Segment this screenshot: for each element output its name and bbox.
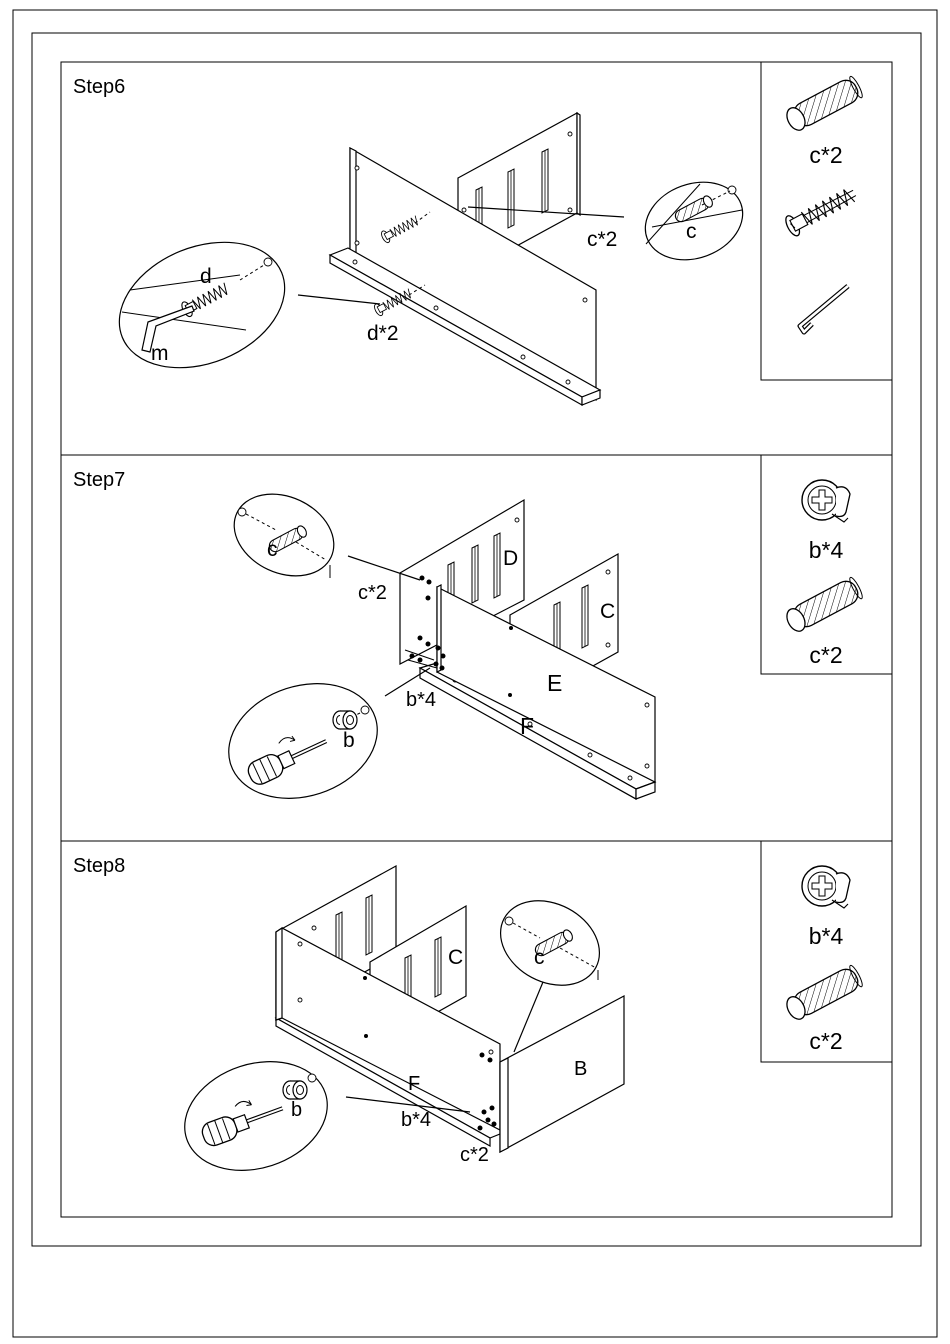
cam-lock-icon [802,480,850,522]
step-8-part-2-label: c*2 [809,1028,842,1054]
step-6-section: Step6 [61,62,892,455]
step-8-board-label-f: F [408,1073,420,1095]
step-7-zoom-cam-label: b [343,729,355,752]
step-7-cam-count-label: b*4 [406,689,436,711]
step-6-screw-count-label: d*2 [367,322,399,345]
board-label-b: B [574,1058,587,1080]
step-8-dowel-zoom-callout [486,884,614,1002]
step-7-cam-zoom-callout [214,665,393,817]
step-7-board-label-c: C [600,600,615,623]
step-6-dowel-count-label: c*2 [587,228,617,251]
step-8-cam-zoom-callout [171,1044,342,1188]
step-6-title: Step6 [73,76,125,98]
step-7-part-1-label: b*4 [809,537,844,563]
step-8-assembly-illustration [276,866,624,1152]
step-7-dowel-count-label: c*2 [358,582,387,604]
wooden-dowel-icon [783,75,864,133]
wooden-dowel-icon [783,964,864,1022]
step-8-board-label-c: C [448,946,463,969]
step-6-zoom-screw-label: d [200,265,212,288]
step-6-screw-zoom-callout [101,219,304,391]
step-8-title: Step8 [73,855,125,877]
step-6-zoom-key-label: m [151,342,169,365]
step-8-cam-count-label: b*4 [401,1109,431,1131]
step-8-section: Step8 [61,841,892,1217]
step-7-zoom-dowel-label: c [267,538,278,561]
hex-key-icon [800,286,848,332]
step-8-zoom-cam-label: b [291,1099,302,1121]
step-7-board-label-f: F [520,713,534,739]
cam-bolt-icon [783,183,860,238]
wooden-dowel-icon [783,576,864,634]
step-6-assembly-illustration [298,113,624,405]
step-7-part-2-label: c*2 [809,642,842,668]
step-8-part-1-label: b*4 [809,923,844,949]
cam-lock-icon [802,866,850,908]
step-6-zoom-dowel-label: c [686,220,697,243]
step-8-dowel-count-label: c*2 [460,1144,489,1166]
board-label-e: E [547,670,562,696]
step-7-dowel-zoom-callout [221,479,347,592]
board-label-d: D [503,547,518,570]
step-7-assembly-illustration [348,500,655,799]
step-7-section: Step7 [61,455,892,841]
step-6-part-1-label: c*2 [809,142,842,168]
step-7-title: Step7 [73,469,125,491]
step-8-zoom-dowel-label: c [534,946,545,969]
